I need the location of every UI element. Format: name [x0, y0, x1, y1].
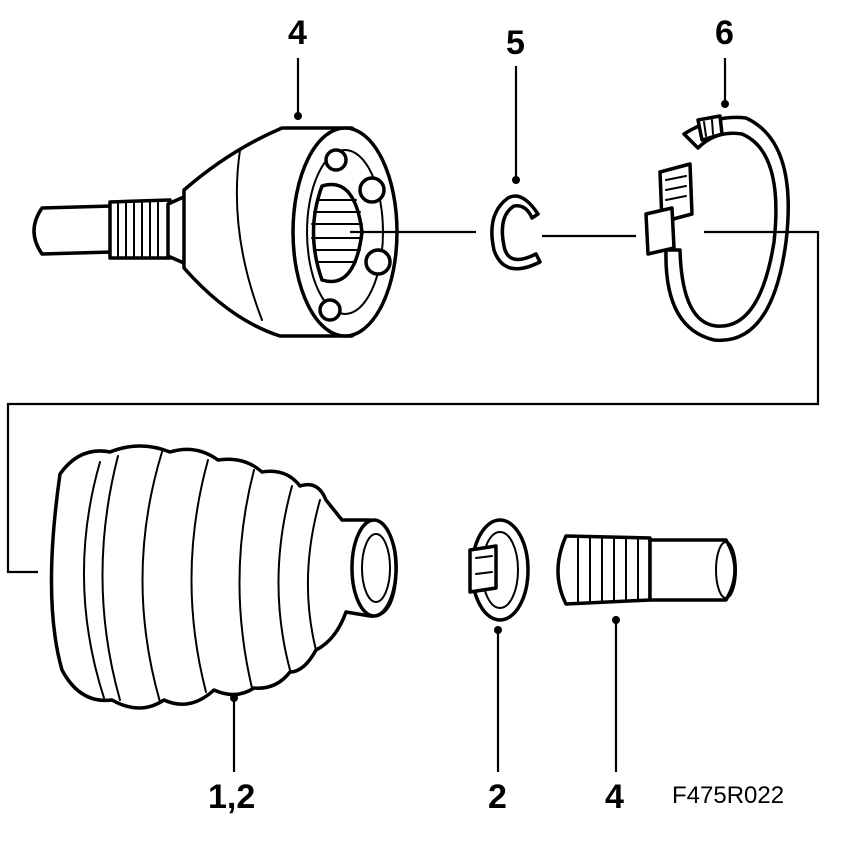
- cv-joint-outer: [32, 126, 399, 338]
- large-clamp: [644, 114, 790, 343]
- drive-shaft: [556, 534, 737, 606]
- leader-lines: [6, 58, 820, 772]
- callout-shaft: 4: [605, 778, 624, 816]
- callout-clamp-large: 6: [715, 14, 734, 52]
- figure-code: F475R022: [672, 782, 785, 809]
- callout-top-joint: 4: [288, 14, 307, 52]
- cv-boot: [49, 444, 398, 710]
- callout-clamp-small: 2: [488, 778, 507, 816]
- circlip: [490, 194, 542, 271]
- callout-circlip: 5: [506, 24, 525, 62]
- small-clamp: [468, 518, 530, 622]
- callout-boot: 1,2: [208, 778, 256, 816]
